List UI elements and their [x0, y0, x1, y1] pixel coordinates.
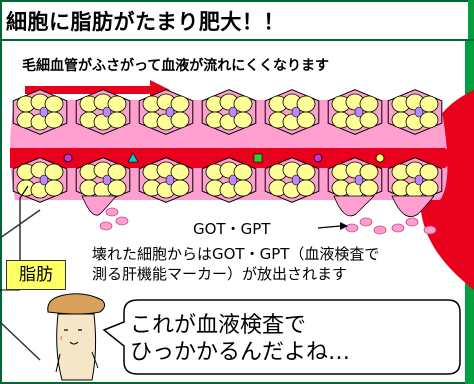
nucleus	[414, 174, 424, 186]
fat-cell-group	[138, 89, 194, 135]
nucleus	[39, 106, 49, 118]
speech-text: これが血液検査で ひっかかるんだよね…	[130, 313, 351, 365]
fat-cell-group	[327, 89, 383, 135]
fat-droplet	[44, 179, 64, 197]
nucleus	[165, 174, 175, 186]
nucleus	[354, 106, 364, 118]
nucleus	[291, 174, 301, 186]
fat-droplet	[296, 179, 316, 197]
fat-droplet	[296, 111, 316, 129]
nucleus	[102, 174, 112, 186]
fat-cell-group	[201, 157, 257, 203]
nucleus	[291, 106, 301, 118]
fat-droplet	[107, 111, 127, 129]
nucleus	[165, 106, 175, 118]
cell-cluster	[12, 89, 443, 203]
fat-droplet	[170, 111, 190, 129]
fat-callout-line	[19, 185, 29, 262]
fat-droplet	[44, 111, 64, 129]
mushroom-character	[47, 293, 106, 381]
fat-droplet	[170, 179, 190, 197]
fat-cell-group	[387, 89, 443, 135]
fat-cell-group	[327, 157, 383, 203]
enzyme-dots	[99, 207, 437, 235]
pointer-line	[317, 225, 341, 229]
fat-droplet	[233, 179, 253, 197]
nucleus	[102, 106, 112, 118]
fat-droplet	[419, 111, 439, 129]
fat-cell-group	[201, 89, 257, 135]
enzyme-label: GOT・GPT	[193, 220, 271, 238]
fat-droplet	[233, 111, 253, 129]
particle	[375, 153, 385, 163]
particle	[127, 152, 139, 163]
fat-cell-group	[264, 157, 320, 203]
fat-cell-group	[12, 89, 68, 135]
fat-cell-group	[387, 157, 443, 203]
nucleus	[354, 174, 364, 186]
fat-cell-group	[264, 89, 320, 135]
nucleus	[39, 174, 49, 186]
explanation-text: 壊れた細胞からはGOT・GPT（血液検査で 測る肝機能マーカー）が放出されます	[92, 245, 380, 283]
nucleus	[228, 106, 238, 118]
particle	[313, 153, 323, 163]
nucleus	[414, 106, 424, 118]
fat-cell-group	[75, 89, 131, 135]
speech-bubble	[102, 299, 461, 375]
fat-droplet	[107, 179, 127, 197]
fat-cell-group	[75, 157, 131, 203]
flow-arrow	[25, 80, 170, 100]
page-title: 細胞に脂肪がたまり肥大！！	[6, 10, 285, 34]
particle	[63, 153, 73, 163]
fat-cell-group	[12, 157, 68, 203]
fat-label: 脂肪	[6, 260, 66, 290]
fat-droplet	[359, 111, 379, 129]
nucleus	[228, 174, 238, 186]
fat-cell-group	[138, 157, 194, 203]
particle	[253, 153, 263, 163]
subtitle: 毛細血管がふさがって血液が流れにくくなります	[22, 58, 330, 74]
burst-cells	[81, 195, 435, 218]
